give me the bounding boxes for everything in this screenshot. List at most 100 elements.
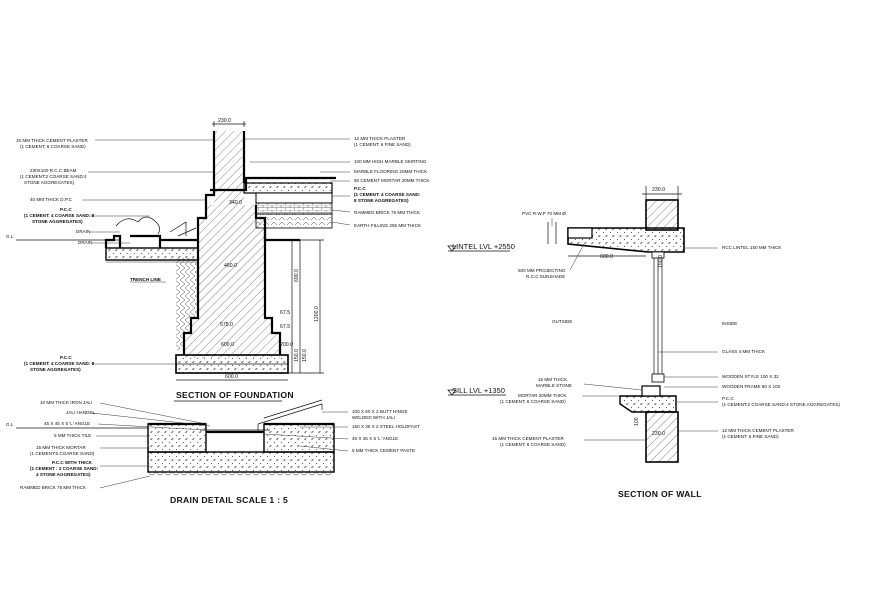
foundation-right-labels: 12 MM THICK PLASTER (1 CEMENT: 6 FINE SA… [244,136,430,228]
lbl-d-l6: P.C.C WITH THICK [52,460,93,465]
lbl-d-l7: (1 CEMENT : 2 COARSE SAND: [30,466,99,471]
gl-label: G.L [6,234,14,239]
lbl-f-l0: 15 MM THICK CEMENT PLASTER [16,138,88,143]
lbl-f-l3: (1 CEMENT:2 COARSE SAND:4 [20,174,87,179]
drain-right-wall [263,423,335,453]
drain-left-wall [147,423,207,453]
dim-150-b: 150.0 [302,349,308,362]
sill-block [619,395,677,413]
lbl-w-l7: (1 CEMENT: 6 COARSE SAND) [500,399,566,404]
lbl-d-l1: JALI HANDEL [66,410,96,415]
foundation-wall-hatch [184,131,280,358]
lbl-d-l2: 45 X 45 X 5 'L' ANGLE [44,421,90,426]
trench-line-label: TRENCH LINE [130,277,161,282]
lbl-w-l2: R.C.C SUNSHADE [526,274,565,279]
foundation-brick-zigzag [176,258,198,350]
lbl-f-r9: EARTH FILLING 255 MM THICK [354,223,422,228]
lbl-d-r4: 5 MM THICK CEMENT PASTE [352,448,415,453]
lbl-d-l8: 4 STONE AGGREGATES) [36,472,91,477]
lbl-f-r0: 12 MM THICK PLASTER [354,136,406,141]
lbl-f-l8: STONE AGGREGATES) [32,219,83,224]
lbl-d-l4: 15 MM THICK MORTAR [36,445,86,450]
lbl-d-r1: WELDED WITH JALI [352,415,395,420]
lbl-f-l6: P.C.C [60,207,72,212]
dim-200: 200.0 [280,342,293,348]
lbl-d-r0: 100 X 60 X 2 BUTT HINGE [352,409,408,414]
lbl-f-l14: STONE AGGREGATES) [30,367,81,372]
dim-575: 575.0 [220,322,233,328]
earth-filling [255,213,333,229]
lbl-f-r5: P.C.C [354,186,366,191]
floor-pcc [255,192,333,204]
outside-pcc [105,247,199,261]
sill-level: SILL LVL +1350 [452,386,505,395]
wall-title: SECTION OF WALL [618,489,702,499]
lbl-f-l9: DRAIN [76,229,90,234]
dim-67-a: 67.5 [280,310,290,316]
lbl-d-l5: (1 CEMENT:6 COARSE SAND) [30,451,95,456]
lbl-f-r4: 50 CEMENT MORTAR 20MM THICK [354,178,430,183]
drain-detail: 10 MM THICK IRON JALI JALI HANDEL 45 X 4… [6,399,420,505]
dim-1200: 1200.0 [314,306,320,322]
lbl-f-l10: DRAIN [78,240,92,245]
lbl-f-r2: 100 MM HIGH MARBLE SKIRTING [354,159,427,164]
drain-left-labels: 10 MM THICK IRON JALI JALI HANDEL 45 X 4… [6,400,211,490]
lbl-w-r2: GLASS 4 MM THICK [722,349,766,354]
floor-marble [243,182,333,194]
lbl-w-l5: MARBLE STONE [536,383,572,388]
lbl-w-l3: OUTSIDE [552,319,572,324]
foundation-left-labels: 15 MM THICK CEMENT PLASTER (1 CEMENT: 6 … [16,138,214,372]
lintel-block [645,199,679,231]
wall-dim-230-b: 230.0 [652,431,665,437]
wall-section: 230.0 230.0 150.0 600.0 100 LINTEL LVL +… [447,186,840,499]
dim-67-b: 67.5 [280,324,290,330]
lbl-f-r6: (1 CEMENT: 4 COARSE SAND: [354,192,421,197]
lbl-d-r3: 45 X 45 X 5 'L' ANGLE [352,436,398,441]
wall-below-sill [645,411,679,463]
dim-340: 340.0 [229,200,242,206]
foundation-title: SECTION OF FOUNDATION [176,390,294,400]
wall-dim-600: 600.0 [600,254,613,260]
lbl-f-l12: P.C.C [60,355,72,360]
dim-690: 690.0 [294,269,300,282]
wall-dim-100: 100 [634,417,640,426]
foundation-section: G.L TRENCH LINE 230.0 340.0 460.0 575.0 … [6,118,430,402]
lbl-w-l4: 15 MM THICK [538,377,568,382]
lbl-d-l10: RAMMED BRICK 75 MM THICK [20,485,87,490]
dim-230: 230.0 [218,118,231,124]
lbl-w-l8: 15 MM THICK CEMENT PLASTER [492,436,564,441]
drain-right-labels: 100 X 60 X 2 BUTT HINGE WELDED WITH JALI… [263,409,420,453]
lbl-w-r5: P.C.C [722,396,734,401]
lbl-d-l0: 10 MM THICK IRON JALI [40,400,92,405]
lbl-f-r3: MARBLE FLOORING 20MM THICK [354,169,428,174]
lbl-w-r7: 12 MM THICK CEMENT PLASTER [722,428,794,433]
drain-base-pcc [147,451,335,473]
dim-600-a: 600.0 [221,342,234,348]
lbl-f-l5: 40 MM THICK D.P.C [30,197,73,202]
lbl-w-r3: WOODEN STYLE 100 X 32 [722,374,779,379]
lbl-w-l0: PVC R.W.P 70 MM Ø [522,211,566,216]
wall-right-labels: RCC LINTEL 150 MM THICK INSIDE GLASS 4 M… [658,245,840,439]
lbl-w-r0: RCC LINTEL 150 MM THICK [722,245,782,250]
lbl-w-l6: MORTAR 20MM THICK [518,393,567,398]
lbl-w-r6: (1 CEMENT:2 COARSE SAND:4 STONE AGGREGAT… [722,402,840,407]
floor-brick [255,202,333,215]
wall-dim-150: 150.0 [658,255,664,268]
lbl-d-r2: 150 X 36 X 2 STEEL HOLDFAST [352,424,420,429]
lbl-f-l7: (1 CEMENT: 4 COARSE SAND: 8 [24,213,95,218]
lbl-f-l4: STONE AGGREGATES) [24,180,75,185]
dim-600-b: 600.0 [225,374,238,380]
lbl-d-l3: 5 MM THICK TILE [54,433,91,438]
sunshade [567,227,685,253]
wall-dim-230: 230.0 [652,187,665,193]
lbl-f-r8: RAMMED BRICK 75 MM THICK [354,210,421,215]
wall-left-labels: PVC R.W.P 70 MM Ø 600 MM PROJECTING R.C.… [492,211,646,447]
drain-title: DRAIN DETAIL SCALE 1 : 5 [170,495,288,505]
lbl-w-r1: INSIDE [722,321,737,326]
lbl-f-l13: (1 CEMENT: 4 COARSE SAND: 8 [24,361,95,366]
lbl-w-l1: 600 MM PROJECTING [518,268,566,273]
lintel-level: LINTEL LVL +2550 [452,242,515,251]
lbl-f-l2: 230X100 R.C.C BEAM [30,168,77,173]
